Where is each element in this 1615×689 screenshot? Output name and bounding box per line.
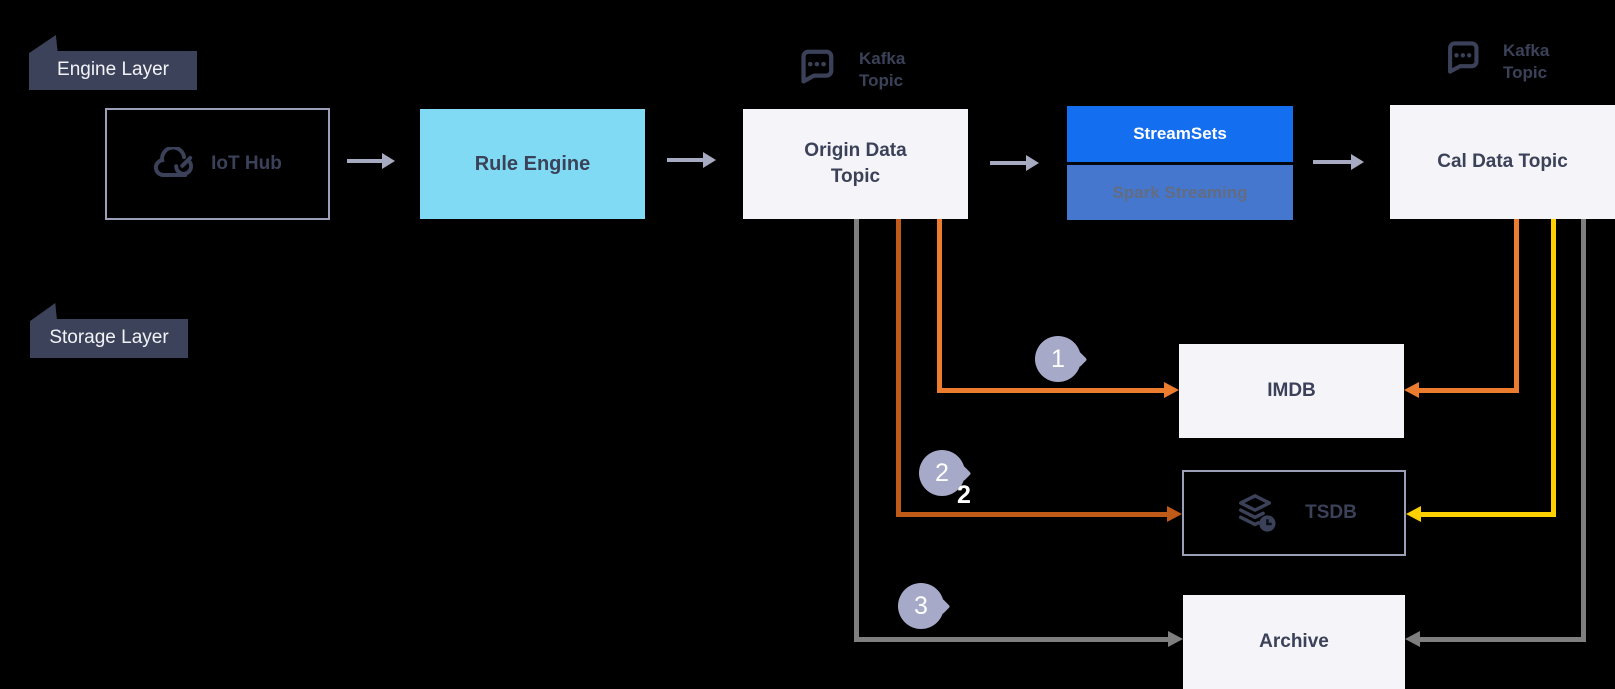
line-cal-to-archive-vertical — [1581, 219, 1586, 642]
arrow-cal-to-archive — [1405, 631, 1586, 647]
kafka-topic-label-left: Kafka Topic — [859, 49, 906, 90]
stray-number-label: 2 — [957, 481, 971, 509]
rule-engine-label: Rule Engine — [474, 152, 591, 175]
arrow-origin-to-tsdb — [896, 506, 1182, 522]
arrow-origin-to-streamsets — [990, 155, 1039, 171]
spark-streaming-label: Spark Streaming — [1112, 182, 1248, 202]
streamsets-block: StreamSets — [1067, 106, 1293, 162]
arrow-origin-to-imdb — [937, 382, 1179, 398]
step-badge-2: 2 — [919, 450, 965, 496]
step-badge-3-number: 3 — [914, 591, 928, 620]
engine-layer-banner: Engine Layer — [29, 35, 197, 90]
arrow-origin-to-archive — [854, 631, 1183, 647]
kafka-topic-label-right: Kafka Topic — [1503, 41, 1550, 82]
engine-layer-label: Engine Layer — [57, 58, 169, 80]
cloud-gauge-icon — [153, 146, 195, 182]
step-badge-1: 1 — [1035, 336, 1081, 382]
line-cal-to-imdb-vertical — [1514, 219, 1519, 393]
imdb-node: IMDB — [1179, 344, 1404, 438]
arrow-cal-to-tsdb — [1406, 506, 1556, 522]
speech-bubble-icon — [1441, 38, 1481, 78]
streamsets-spark-node: StreamSets Spark Streaming — [1067, 106, 1293, 220]
speech-bubble-icon — [793, 46, 837, 88]
tsdb-node: TSDB — [1182, 470, 1406, 556]
iot-hub-label: IoT Hub — [211, 153, 282, 174]
kafka-topic-annotation-right: Kafka Topic — [1441, 38, 1549, 84]
kafka-topic-annotation-left: Kafka Topic — [793, 46, 905, 92]
archive-node: Archive — [1183, 595, 1405, 689]
imdb-label: IMDB — [1267, 380, 1316, 401]
streamsets-label: StreamSets — [1133, 124, 1227, 143]
line-origin-to-imdb-vertical — [937, 219, 942, 393]
iot-hub-node: IoT Hub — [105, 108, 330, 220]
cal-data-topic-label: Cal Data Topic — [1437, 151, 1568, 172]
spark-streaming-block: Spark Streaming — [1067, 162, 1293, 220]
line-cal-to-tsdb-vertical — [1551, 219, 1556, 517]
storage-layer-banner: Storage Layer — [30, 303, 188, 358]
arrow-cal-to-imdb — [1404, 382, 1519, 398]
arrow-rule-to-origin — [667, 152, 716, 168]
step-badge-2-number: 2 — [935, 458, 949, 487]
step-badge-3: 3 — [898, 583, 944, 629]
arrow-streamsets-to-cal — [1313, 154, 1364, 170]
storage-layer-label: Storage Layer — [49, 326, 169, 348]
archive-label: Archive — [1259, 631, 1329, 652]
origin-data-topic-label: Origin Data Topic — [804, 140, 907, 187]
layers-clock-icon — [1231, 492, 1279, 534]
line-origin-to-tsdb-vertical — [896, 219, 901, 517]
step-badge-1-number: 1 — [1051, 344, 1065, 373]
arrow-iot-to-rule — [347, 153, 395, 169]
cal-data-topic-node: Cal Data Topic — [1390, 105, 1615, 219]
origin-data-topic-node: Origin Data Topic — [743, 109, 968, 219]
tsdb-label: TSDB — [1305, 502, 1357, 523]
rule-engine-node: Rule Engine — [420, 109, 645, 219]
line-origin-to-archive-vertical — [854, 219, 859, 642]
